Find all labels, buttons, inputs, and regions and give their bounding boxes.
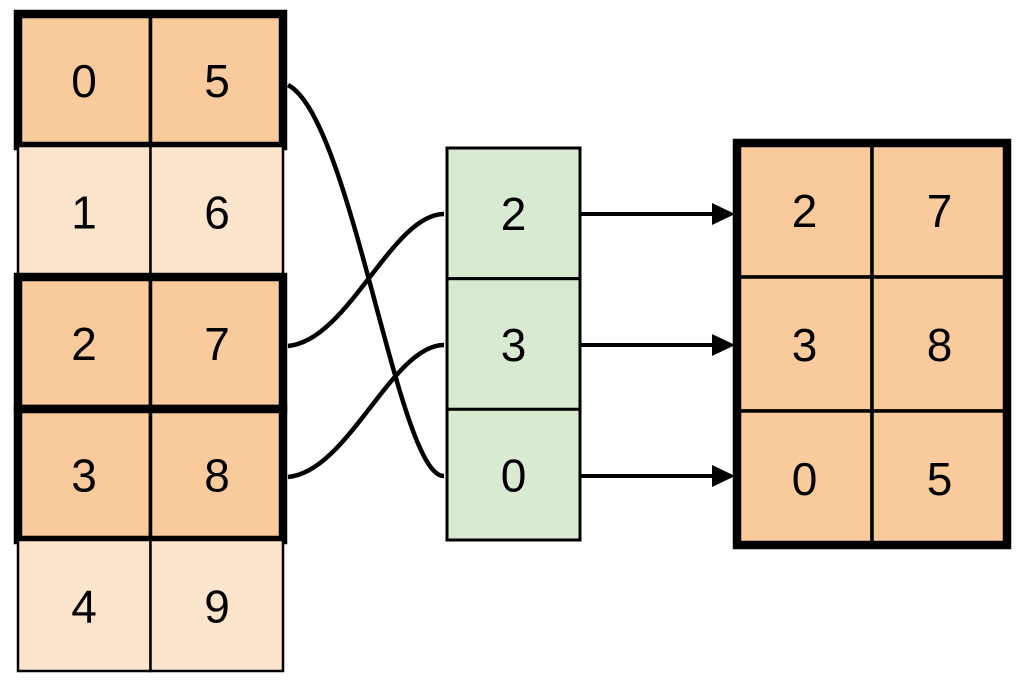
source-row: 4 9	[16, 538, 285, 673]
arrow	[581, 203, 735, 225]
index-column: 2 3 0	[445, 146, 582, 542]
source-cell-value: 3	[71, 450, 97, 502]
source-cell	[149, 144, 285, 279]
connector-curve-row2-to-index2	[287, 211, 445, 349]
result-cell	[735, 275, 874, 413]
connector-curve-row0-to-index0	[286, 83, 445, 479]
source-cell-value: 4	[71, 581, 97, 633]
arrowhead-icon	[712, 203, 735, 225]
result-cell-value: 8	[927, 319, 953, 371]
result-cell	[735, 409, 874, 547]
source-row: 0 5	[13, 9, 288, 151]
arrowhead-icon	[712, 334, 735, 356]
source-row: 3 8	[13, 404, 288, 545]
source-cell	[16, 538, 152, 673]
result-cell-value: 0	[792, 453, 818, 505]
source-table: 0 5 1 6 2 7 3 8	[13, 9, 288, 673]
source-cell-value: 9	[204, 581, 230, 633]
source-cell-value: 0	[71, 55, 97, 107]
result-cell-value: 7	[927, 185, 953, 237]
source-cell	[148, 12, 285, 148]
result-cell	[870, 275, 1009, 413]
source-cell	[148, 275, 285, 411]
index-cell	[445, 146, 582, 281]
result-cell-value: 3	[792, 319, 818, 371]
index-cell	[445, 407, 582, 542]
source-cell	[149, 538, 285, 673]
arrow	[581, 334, 735, 356]
connector-curve-row3-to-index3	[287, 342, 445, 480]
source-cell-value: 1	[71, 187, 97, 239]
arrows	[581, 203, 735, 487]
source-row: 2 7	[13, 272, 288, 414]
result-table: 2 7 3 8 0 5	[732, 138, 1012, 550]
result-cell-value: 2	[792, 185, 818, 237]
arrowhead-icon	[712, 465, 735, 487]
result-cell-value: 5	[927, 453, 953, 505]
arrow	[581, 465, 735, 487]
result-table-outline	[732, 138, 1012, 550]
source-cell-value: 8	[204, 450, 230, 502]
index-value: 3	[501, 319, 527, 371]
source-row: 1 6	[16, 144, 285, 279]
source-cell-value: 5	[204, 55, 230, 107]
connector-curves	[286, 83, 445, 480]
source-cell-value: 2	[71, 318, 97, 370]
source-cell-value: 7	[204, 318, 230, 370]
index-value: 0	[501, 450, 527, 502]
index-value: 2	[501, 188, 527, 240]
source-cell-value: 6	[204, 187, 230, 239]
index-cell	[445, 277, 582, 411]
source-cell	[16, 407, 153, 542]
result-cell	[870, 409, 1009, 547]
